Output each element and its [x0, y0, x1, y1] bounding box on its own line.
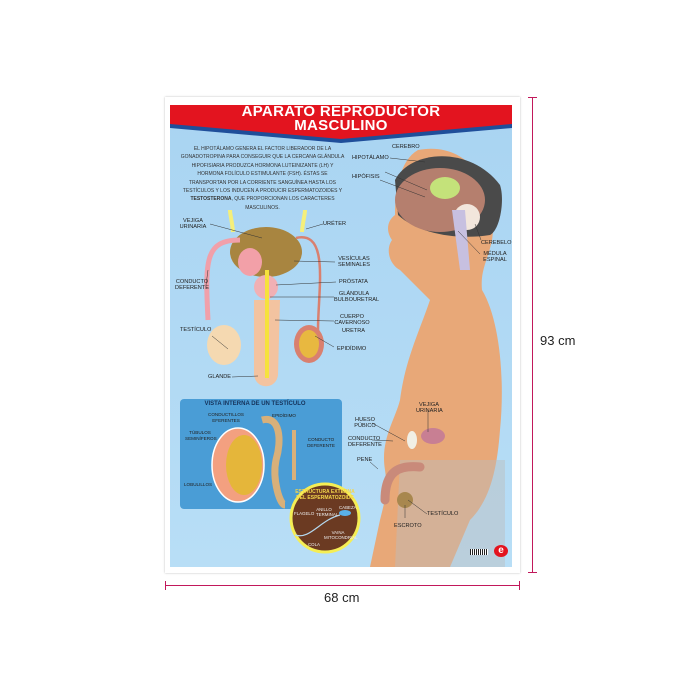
label-medula: MÉDULA ESPINAL	[483, 251, 507, 264]
label-tubulos: TÚBULOS SEMINÍFEROS	[185, 430, 217, 442]
width-dimension-line	[165, 585, 520, 586]
label-pene: PENE	[357, 457, 373, 463]
label-hipofisis: HIPÓFISIS	[352, 174, 380, 180]
label-vesiculas: VESÍCULAS SEMINALES	[337, 256, 371, 269]
testis-box-title: VISTA INTERNA DE UN TESTÍCULO	[204, 401, 306, 407]
label-testiculo-body: TESTÍCULO	[427, 511, 459, 517]
publisher-logo: e	[494, 545, 508, 557]
label-testiculo: TESTÍCULO	[180, 327, 212, 333]
label-hipotalamo: HIPOTÁLAMO	[352, 155, 389, 161]
label-flagelo: FLAGELO	[294, 511, 315, 516]
label-vaina: VAINA MITOCONDRIAL	[324, 530, 358, 540]
label-epididimo-box: EPIDÍDIMO	[272, 413, 296, 418]
label-epididimo: EPIDÍDIMO	[337, 346, 367, 352]
label-conducto-box: CONDUCTO DEFERENTE	[307, 437, 335, 449]
dimension-tick	[519, 581, 520, 590]
label-prostata: PRÓSTATA	[339, 279, 368, 285]
title-line-1: APARATO REPRODUCTOR	[241, 103, 441, 120]
label-conducto-body: CONDUCTO DEFERENTE	[348, 436, 382, 449]
label-uretra: URETRA	[342, 328, 365, 334]
sperm-title: ESTRUCTURA EXTERNA DEL ESPERMATOZOIDE	[295, 489, 355, 501]
title-line-2: MASCULINO	[294, 117, 388, 134]
intro-text: EL HIPOTÁLAMO GENERA EL FACTOR LIBERADOR…	[180, 145, 345, 212]
label-vejiga-body: VEJIGA URINARIA	[416, 402, 443, 415]
label-cabeza: CABEZA	[339, 505, 357, 510]
height-label: 93 cm	[540, 333, 576, 348]
label-cuerpo: CUERPO CAVERNOSO	[334, 314, 370, 327]
height-dimension-line	[532, 97, 533, 573]
label-cola: COLA	[308, 542, 320, 547]
sperm-circle	[289, 482, 361, 554]
label-glande: GLANDE	[208, 374, 232, 380]
intro-part: EL HIPOTÁLAMO GENERA EL FACTOR LIBERADOR…	[180, 146, 345, 195]
poster-panel	[170, 105, 512, 567]
intro-part: , QUE PROPORCIONAN LOS CARACTERES MASCUL…	[231, 196, 335, 211]
intro-bold: TESTOSTERONA	[190, 196, 232, 203]
label-vejiga: VEJIGA URINARIA	[179, 218, 207, 231]
body-silhouette	[370, 148, 502, 567]
label-glandula: GLÁNDULA BULBOURETRAL	[334, 291, 380, 304]
anatomy-illustration	[170, 105, 512, 567]
width-label: 68 cm	[324, 590, 360, 605]
dimension-tick	[528, 97, 537, 98]
label-lobulillos: LOBULILLOS	[184, 482, 213, 487]
label-conducto: CONDUCTO DEFERENTE	[175, 279, 209, 292]
dimension-tick	[165, 581, 166, 590]
label-cerebelo: CEREBELO	[481, 240, 512, 246]
label-cerebro: CEREBRO	[392, 144, 420, 150]
label-conductillos: CONDUCTILLOS EFERENTES	[208, 412, 244, 424]
label-escroto: ESCROTO	[394, 523, 422, 529]
label-ureter: URÉTER	[323, 221, 346, 227]
label-hueso: HUESO PÚBICO	[354, 417, 376, 430]
dimension-tick	[528, 572, 537, 573]
testicle	[207, 325, 241, 365]
barcode	[470, 549, 488, 555]
label-anillo: ANILLO TERMINAL	[316, 507, 339, 517]
